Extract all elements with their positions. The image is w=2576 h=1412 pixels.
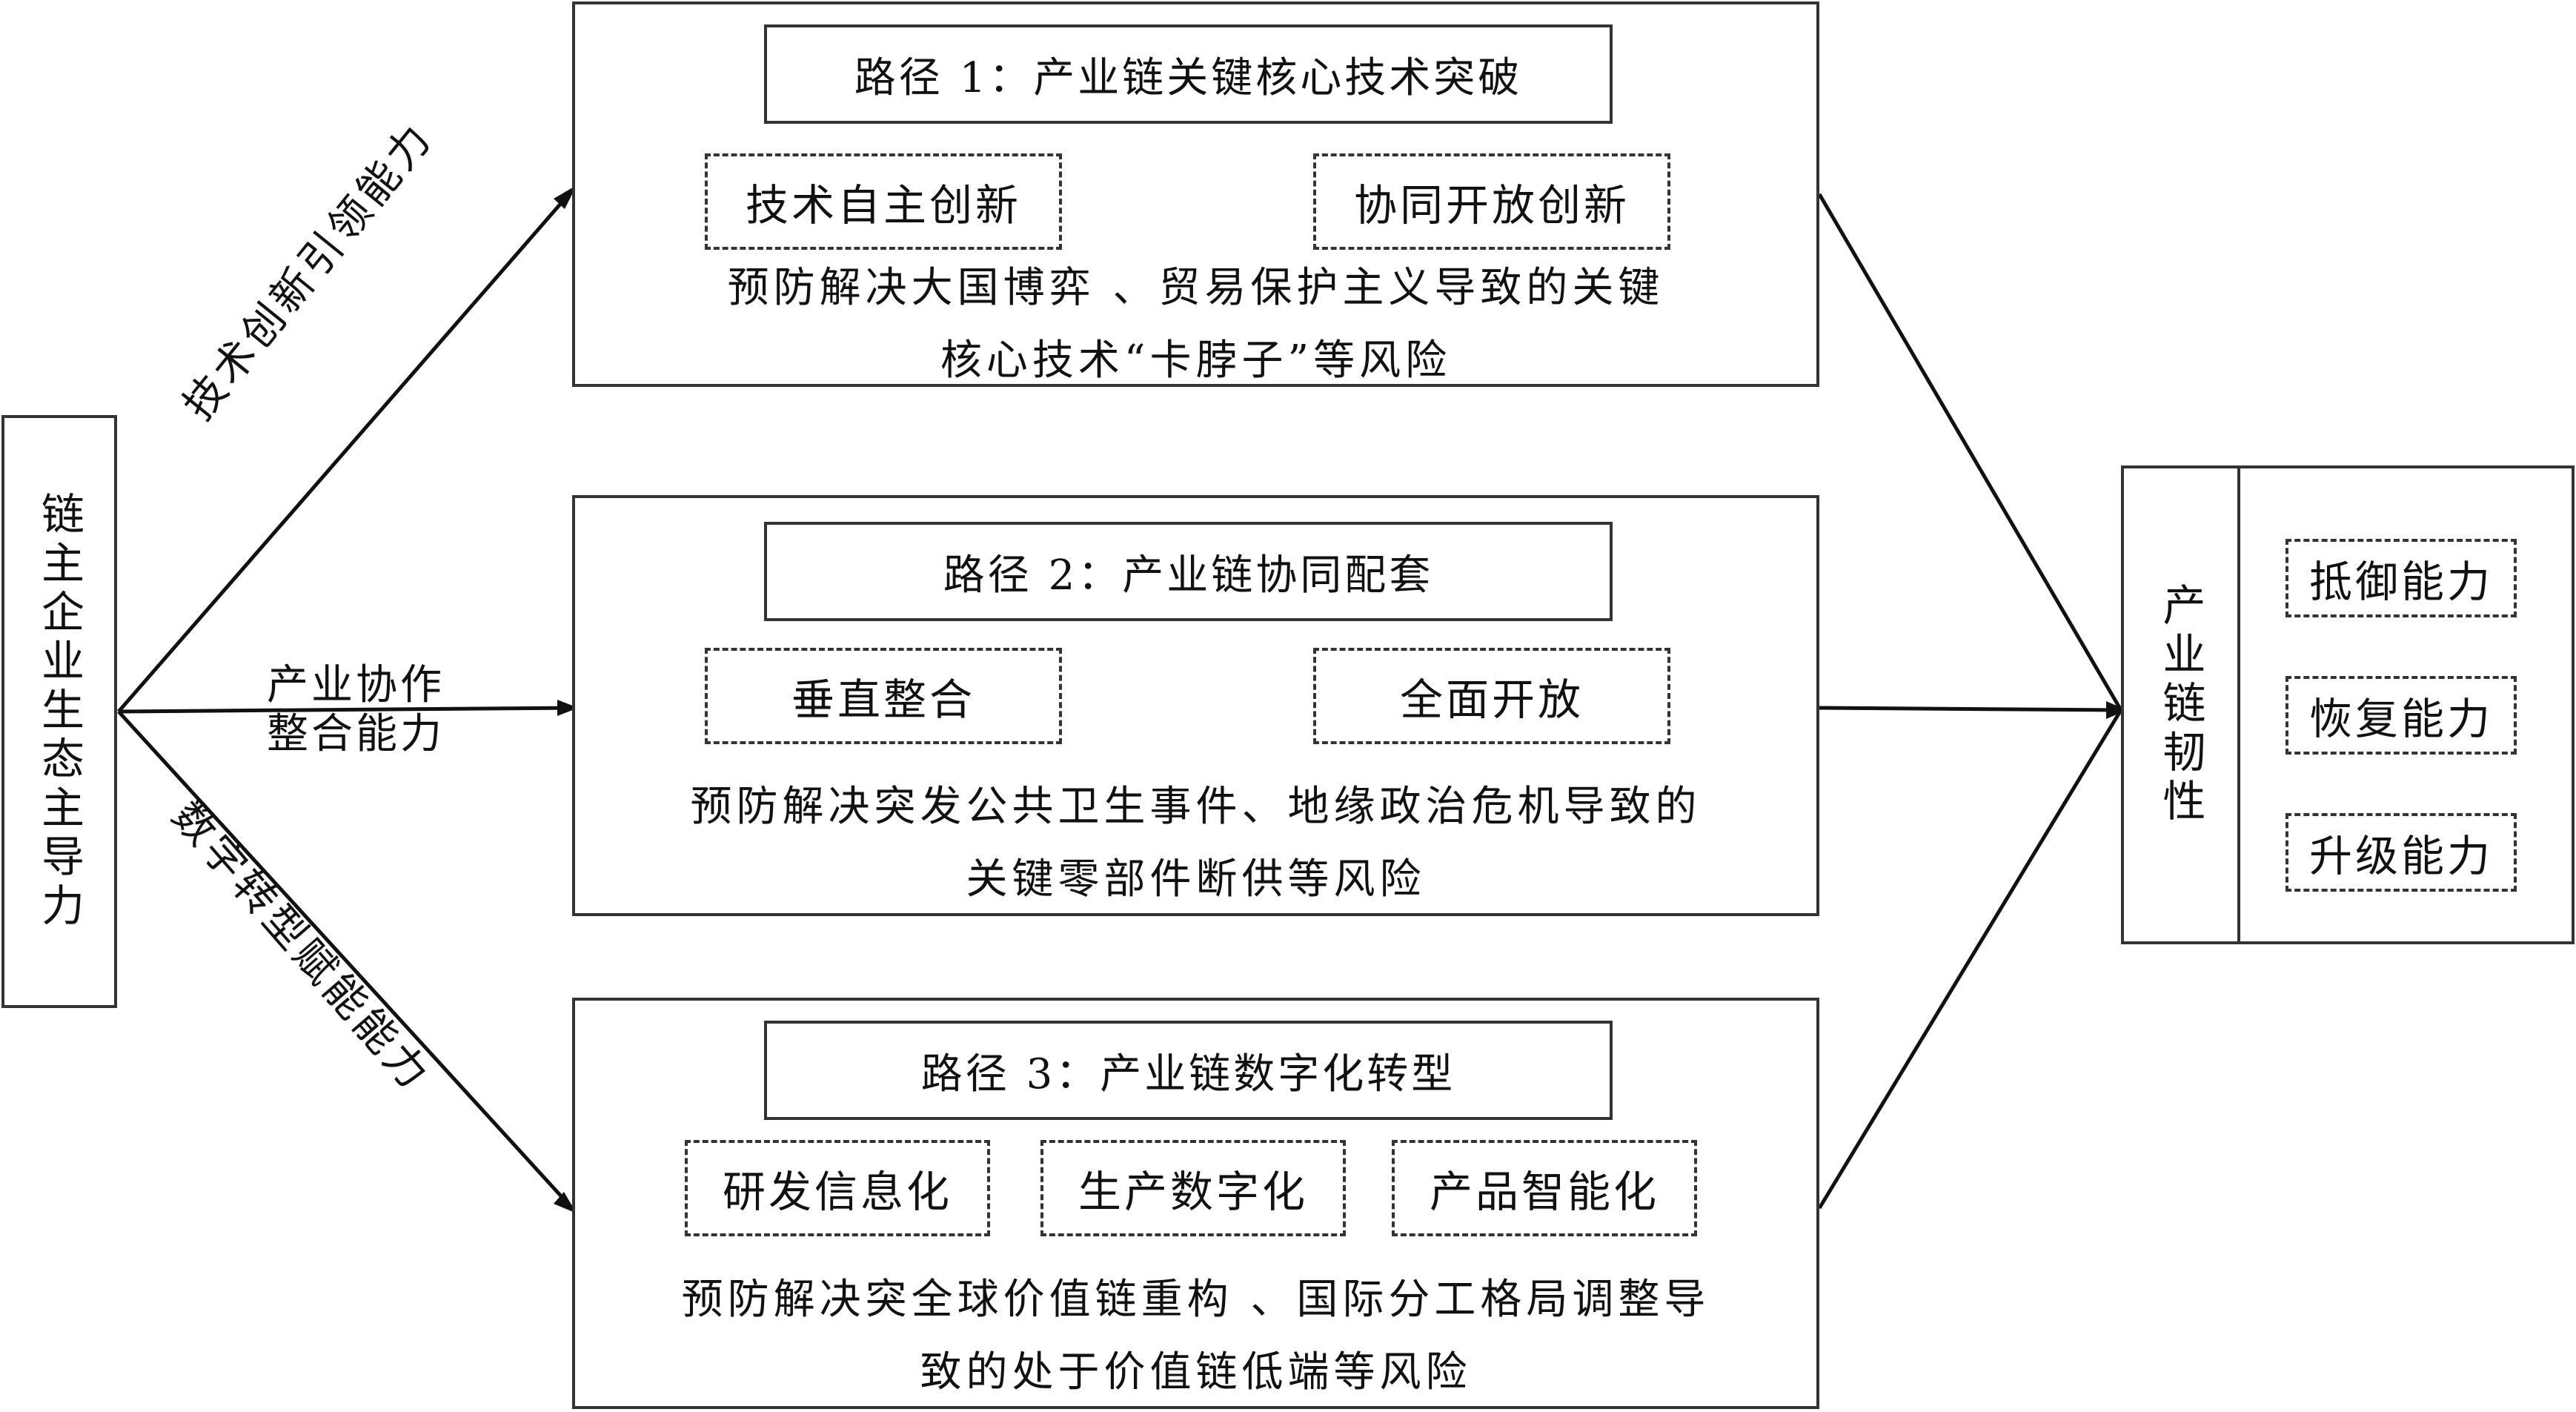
resilience-label: 产业链韧性: [2155, 583, 2206, 827]
path-3-desc-line1: 预防解决突全球价值链重构 、国际分工格局调整导: [681, 1276, 1710, 1324]
path-2-tag-1: 垂直整合: [705, 648, 1062, 744]
arrow-to-path-1: [117, 189, 574, 713]
path-2-desc-line2: 关键零部件断供等风险: [966, 855, 1426, 904]
path-1-desc-line2: 核心技术“卡脖子”等风险: [940, 337, 1452, 385]
path-1-tag-1: 技术自主创新: [705, 153, 1062, 250]
path-2-tag-2: 全面开放: [1313, 648, 1670, 744]
resilience-box: 产业链韧性 抵御能力 恢复能力 升级能力: [2121, 465, 2575, 944]
path-3-title: 路径 3：产业链数字化转型: [764, 1021, 1613, 1120]
path-2-desc-line1: 预防解决突发公共卫生事件、地缘政治危机导致的: [690, 783, 1702, 831]
edge-label-middle-line1: 产业协作: [267, 661, 445, 709]
path-3-tag-3: 产品智能化: [1392, 1140, 1697, 1236]
path-1-tag-2: 协同开放创新: [1313, 153, 1670, 250]
edge-label-middle: 产业协作 整合能力: [245, 661, 467, 759]
path-3-desc: 预防解决突全球价值链重构 、国际分工格局调整导 致的处于价值链低端等风险: [575, 1264, 1816, 1409]
ability-3: 升级能力: [2285, 813, 2517, 892]
path-2-desc: 预防解决突发公共卫生事件、地缘政治危机导致的 关键零部件断供等风险: [575, 771, 1816, 916]
ability-2: 恢复能力: [2285, 676, 2517, 755]
line-from-path-2: [1819, 706, 2122, 712]
arrowhead-path-3: [554, 1192, 577, 1213]
path-1-title: 路径 1：产业链关键核心技术突破: [764, 24, 1613, 124]
line-from-path-3: [1817, 709, 2123, 1210]
line-from-path-1: [1817, 193, 2123, 712]
path-2-title: 路径 2：产业链协同配套: [764, 522, 1613, 621]
path-1-desc-line1: 预防解决大国博弈 、贸易保护主义导致的关键: [727, 264, 1664, 312]
arrowhead-resilience: [2106, 701, 2127, 719]
path-2-box: 路径 2：产业链协同配套 垂直整合 全面开放 预防解决突发公共卫生事件、地缘政治…: [572, 495, 1819, 916]
arrow-to-path-2: [118, 706, 573, 714]
edge-label-middle-line2: 整合能力: [267, 710, 445, 758]
ability-1: 抵御能力: [2285, 539, 2517, 617]
leader-text: 链主企业生态主导力: [34, 491, 84, 932]
leader-box: 链主企业生态主导力: [1, 415, 117, 1008]
path-3-box: 路径 3：产业链数字化转型 研发信息化 生产数字化 产品智能化 预防解决突全球价…: [572, 998, 1819, 1409]
path-1-desc: 预防解决大国博弈 、贸易保护主义导致的关键 核心技术“卡脖子”等风险: [575, 252, 1816, 397]
path-1-box: 路径 1：产业链关键核心技术突破 技术自主创新 协同开放创新 预防解决大国博弈 …: [572, 1, 1819, 387]
path-3-tag-1: 研发信息化: [685, 1140, 990, 1236]
arrowhead-path-1: [554, 185, 577, 209]
arrowhead-path-2: [557, 700, 578, 716]
resilience-label-cell: 产业链韧性: [2124, 468, 2240, 941]
path-3-desc-line2: 致的处于价值链低端等风险: [920, 1348, 1472, 1396]
arrow-to-path-3: [117, 710, 574, 1210]
path-3-tag-2: 生产数字化: [1040, 1140, 1346, 1236]
